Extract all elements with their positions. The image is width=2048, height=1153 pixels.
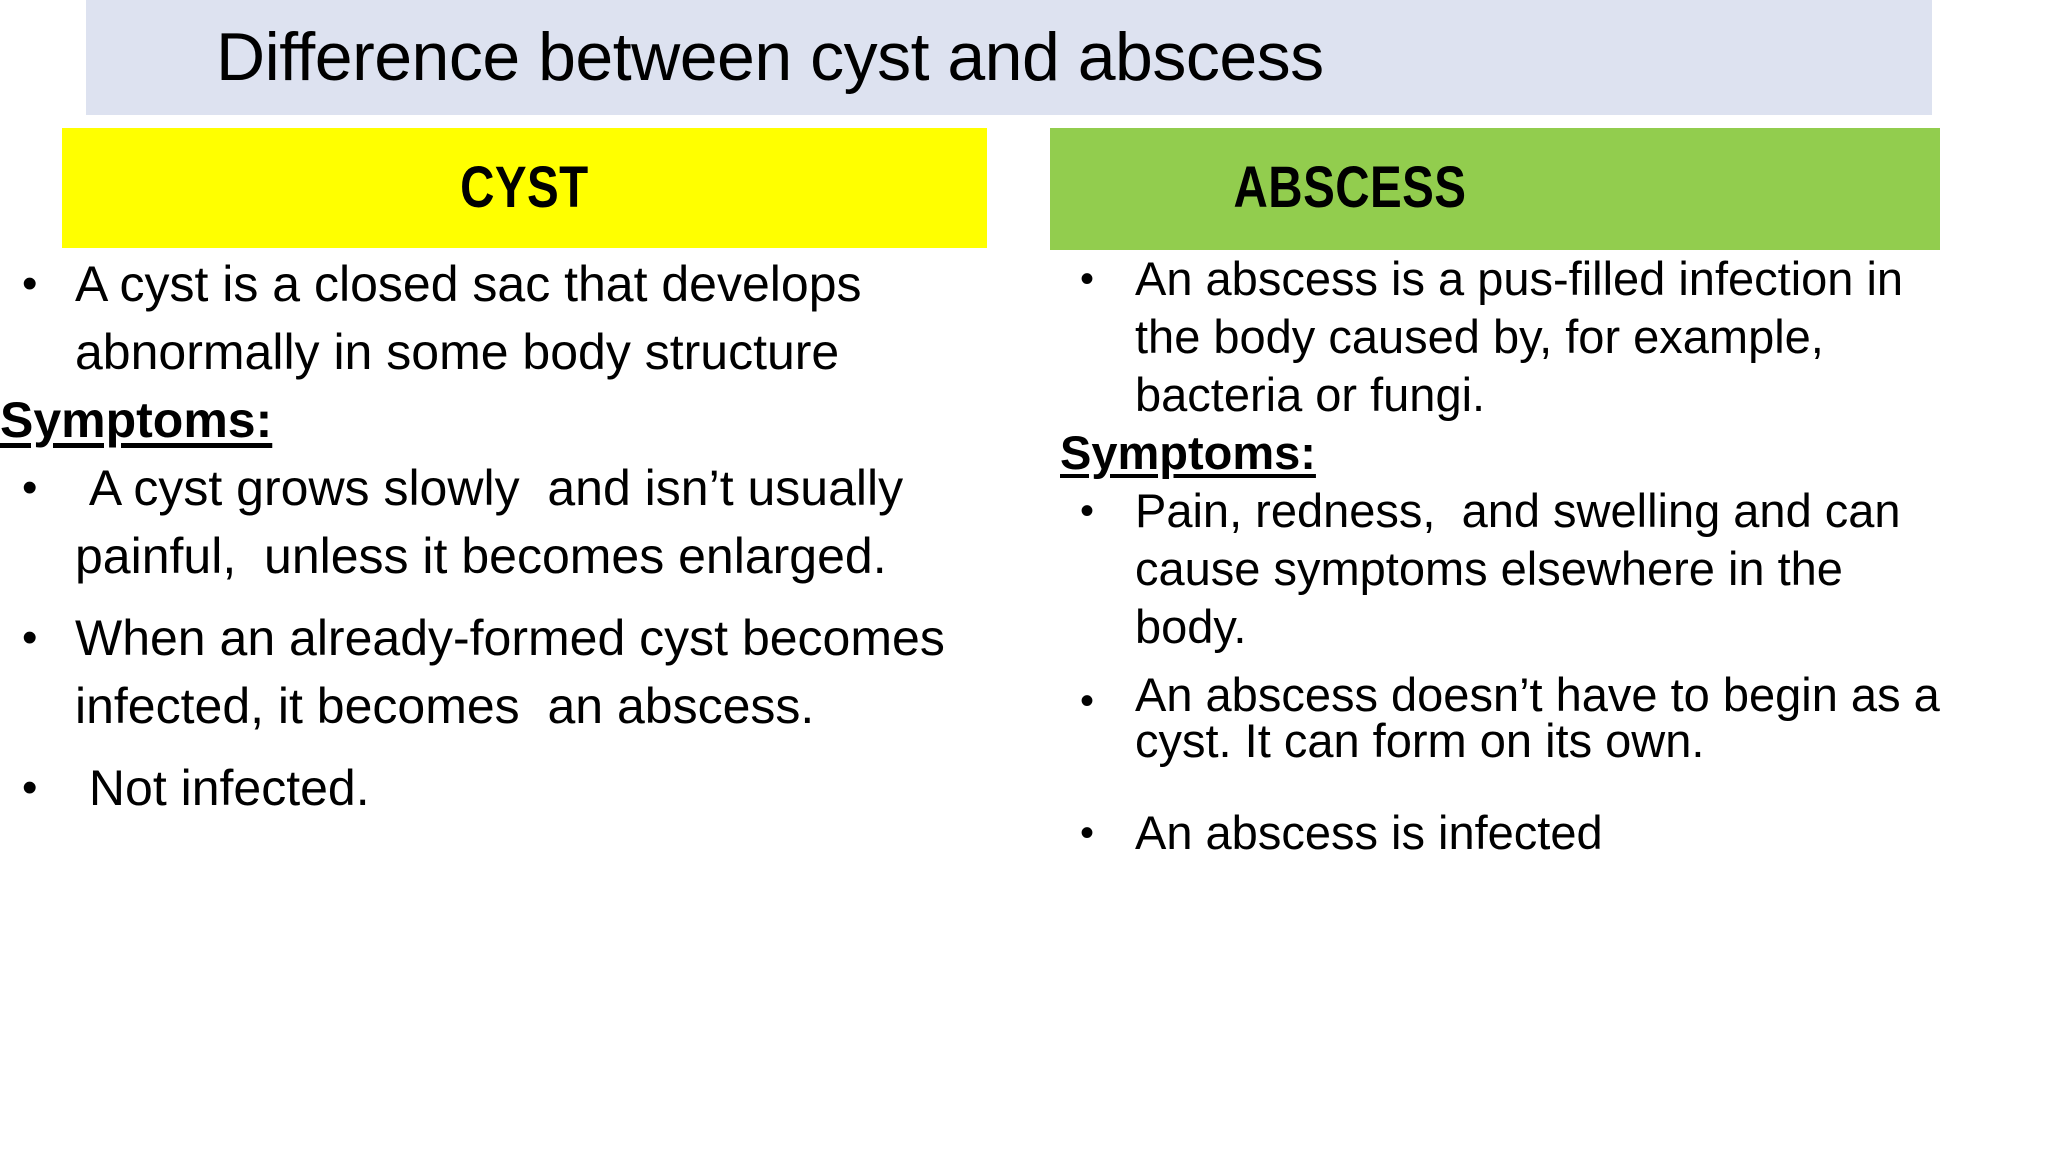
list-item: • When an already-formed cyst becomes in… <box>0 604 1020 740</box>
spacer <box>0 740 1020 754</box>
abscess-column-body: • An abscess is a pus-filled infection i… <box>1060 250 1960 862</box>
spacer <box>1060 764 1960 804</box>
list-item: • A cyst grows slowly and isn’t usually … <box>0 454 1020 590</box>
list-item-text: Not infected. <box>75 760 370 816</box>
bullet-icon: • <box>22 763 38 812</box>
bullet-icon: • <box>1080 811 1095 855</box>
list-item: • Pain, redness, and swelling and can ca… <box>1060 482 1960 656</box>
abscess-column-header: ABSCESS <box>1050 128 1940 250</box>
bullet-icon: • <box>1080 679 1095 723</box>
cyst-column-body: • A cyst is a closed sac that develops a… <box>0 250 1020 822</box>
list-item: • An abscess is infected <box>1060 804 1960 862</box>
title-banner: Difference between cyst and abscess <box>86 0 1932 115</box>
list-item-text: A cyst grows slowly and isn’t usually pa… <box>75 460 918 584</box>
list-item-text: An abscess is a pus-filled infection in … <box>1135 252 1917 421</box>
list-item: • An abscess is a pus-filled infection i… <box>1060 250 1960 424</box>
list-item-text: A cyst is a closed sac that develops abn… <box>75 256 876 380</box>
bullet-icon: • <box>22 613 38 662</box>
symptoms-heading: Symptoms: <box>1060 426 1316 479</box>
cyst-column-header: CYST <box>62 128 987 248</box>
symptoms-heading: Symptoms: <box>0 392 273 448</box>
cyst-column-header-label: CYST <box>460 155 589 220</box>
bullet-icon: • <box>1080 257 1095 301</box>
list-item: • A cyst is a closed sac that develops a… <box>0 250 1020 386</box>
spacer <box>0 590 1020 604</box>
list-item-text: Pain, redness, and swelling and can caus… <box>1135 484 1914 653</box>
list-item-text: When an already-formed cyst becomes infe… <box>75 610 959 734</box>
bullet-icon: • <box>22 463 38 512</box>
abscess-column-header-label: ABSCESS <box>1233 155 1467 220</box>
list-item-text: An abscess doesn’t have to begin as a cy… <box>1135 668 1953 767</box>
list-item: • Not infected. <box>0 754 1020 822</box>
list-item-text: An abscess is infected <box>1135 806 1603 859</box>
bullet-icon: • <box>22 259 38 308</box>
page-title: Difference between cyst and abscess <box>216 19 1324 95</box>
bullet-icon: • <box>1080 489 1095 533</box>
list-item: • An abscess doesn’t have to begin as a … <box>1060 668 1960 767</box>
